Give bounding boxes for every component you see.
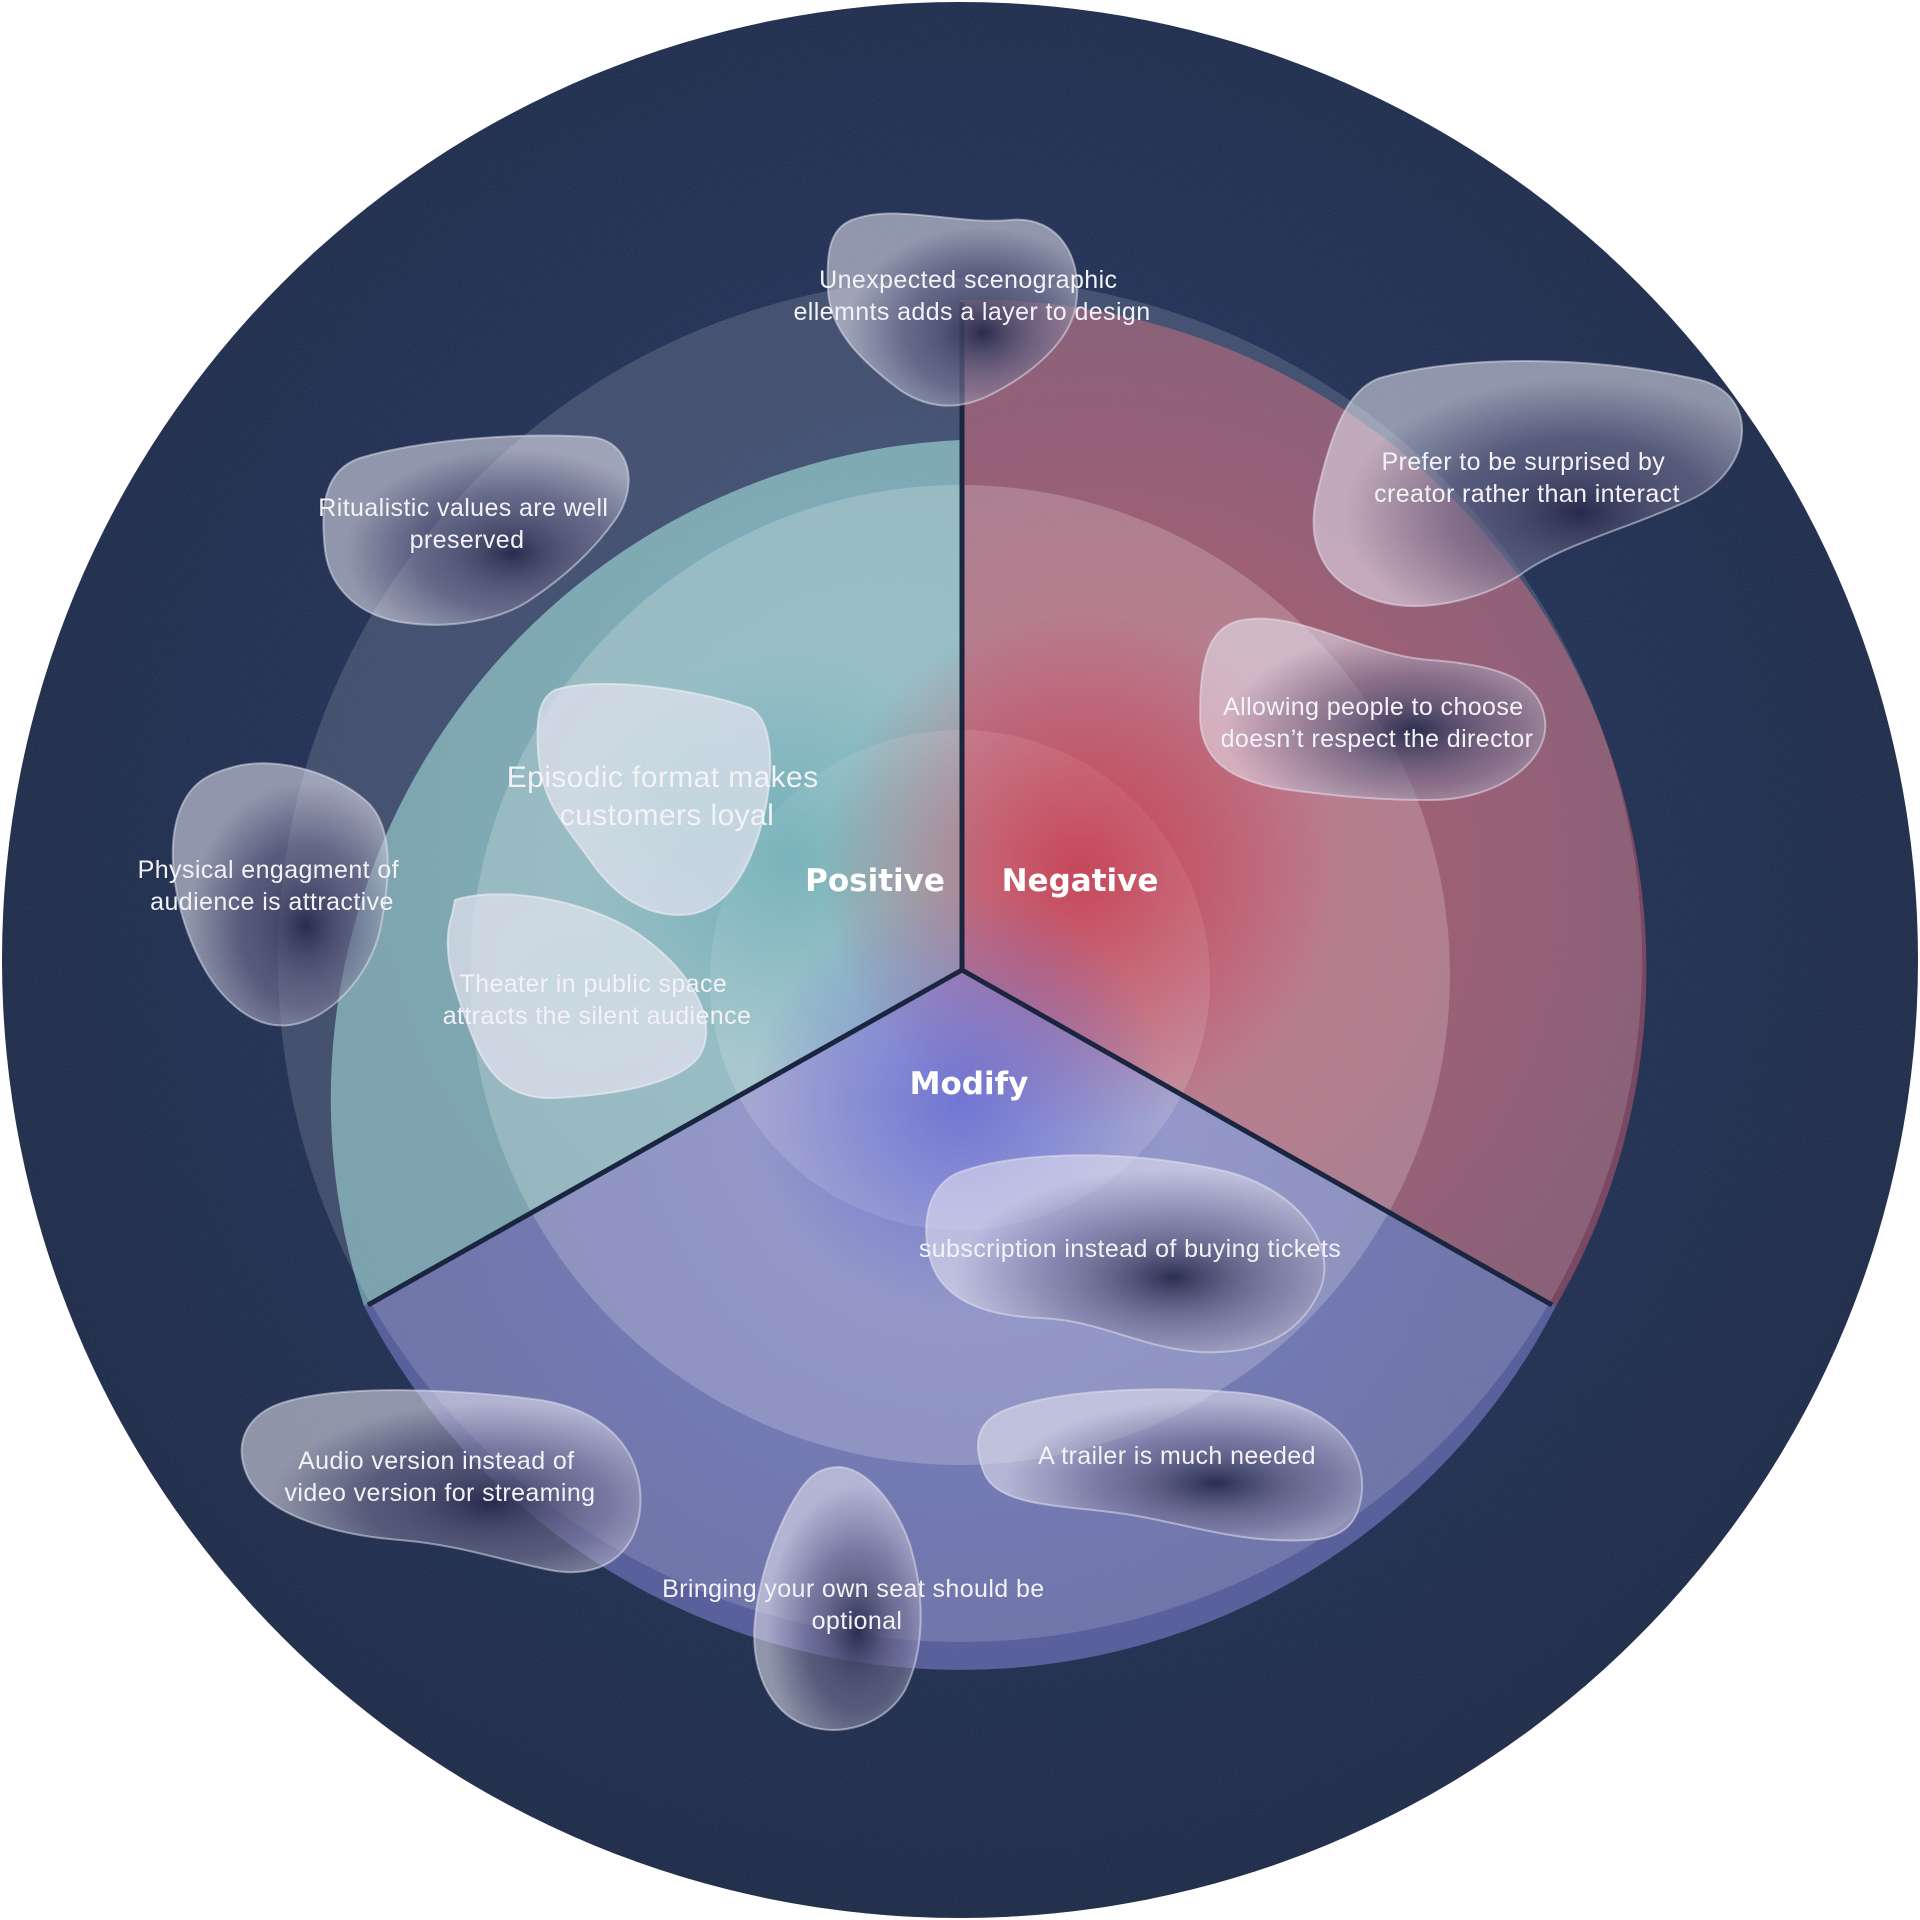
- blob-ritualistic: [322, 434, 630, 626]
- sector-label-positive: Positive: [805, 863, 945, 899]
- note-physical: Physical engagment of audience is attrac…: [138, 856, 407, 916]
- blob-allowing: [1198, 617, 1547, 802]
- blob-theater: [446, 893, 708, 1100]
- blob-episodic: [536, 682, 772, 917]
- blob-seat: [753, 1465, 922, 1731]
- note-episodic: Episodic format makes customers loyal: [507, 761, 828, 832]
- blob-audio: [240, 1389, 642, 1574]
- note-theater: Theater in public space attracts the sil…: [443, 970, 752, 1030]
- note-allowing: Allowing people to choose doesn’t respec…: [1221, 693, 1534, 753]
- note-ritualistic: Ritualistic values are well preserved: [318, 494, 615, 554]
- note-audio: Audio version instead of video version f…: [285, 1447, 596, 1507]
- note-trailer: A trailer is much needed: [1038, 1442, 1316, 1470]
- note-scenographic: Unexpected scenographic ellemnts adds a …: [793, 266, 1150, 326]
- note-subscription: subscription instead of buying tickets: [919, 1235, 1341, 1263]
- note-seat: Bringing your own seat should be optiona…: [662, 1575, 1052, 1635]
- sector-label-modify: Modify: [910, 1066, 1029, 1102]
- note-surprised: Prefer to be surprised by creator rather…: [1374, 448, 1680, 508]
- blob-surprised: [1312, 360, 1744, 607]
- note-blobs: [171, 212, 1744, 1731]
- sector-label-negative: Negative: [1002, 863, 1159, 899]
- sector-dividers: [366, 302, 1554, 1308]
- note-labels: Unexpected scenographic ellemnts adds a …: [138, 266, 1680, 1635]
- blob-physical: [171, 762, 389, 1027]
- blob-trailer: [976, 1388, 1364, 1542]
- blob-subscription: [925, 1154, 1326, 1354]
- blob-scenographic: [826, 212, 1079, 407]
